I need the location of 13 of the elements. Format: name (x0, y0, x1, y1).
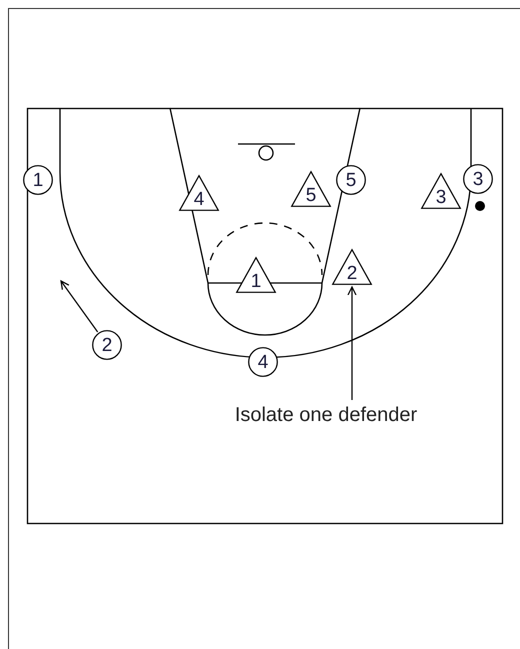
defender-triangle: 4 (179, 175, 219, 211)
annotation-text: Isolate one defender (191, 401, 461, 429)
defender-triangle: 1 (236, 257, 276, 293)
offense-player-circle: 3 (463, 164, 493, 194)
movement-arrow (60, 280, 98, 332)
defender-triangle: 5 (291, 171, 331, 207)
defender-triangle: 2 (332, 249, 372, 285)
offense-player-circle: 1 (23, 165, 53, 195)
offense-player-circle: 5 (336, 165, 366, 195)
defender-triangle: 3 (421, 173, 461, 209)
offense-player-circle: 2 (92, 330, 122, 360)
leader-line (347, 286, 357, 400)
offense-player-circle: 4 (248, 347, 278, 377)
